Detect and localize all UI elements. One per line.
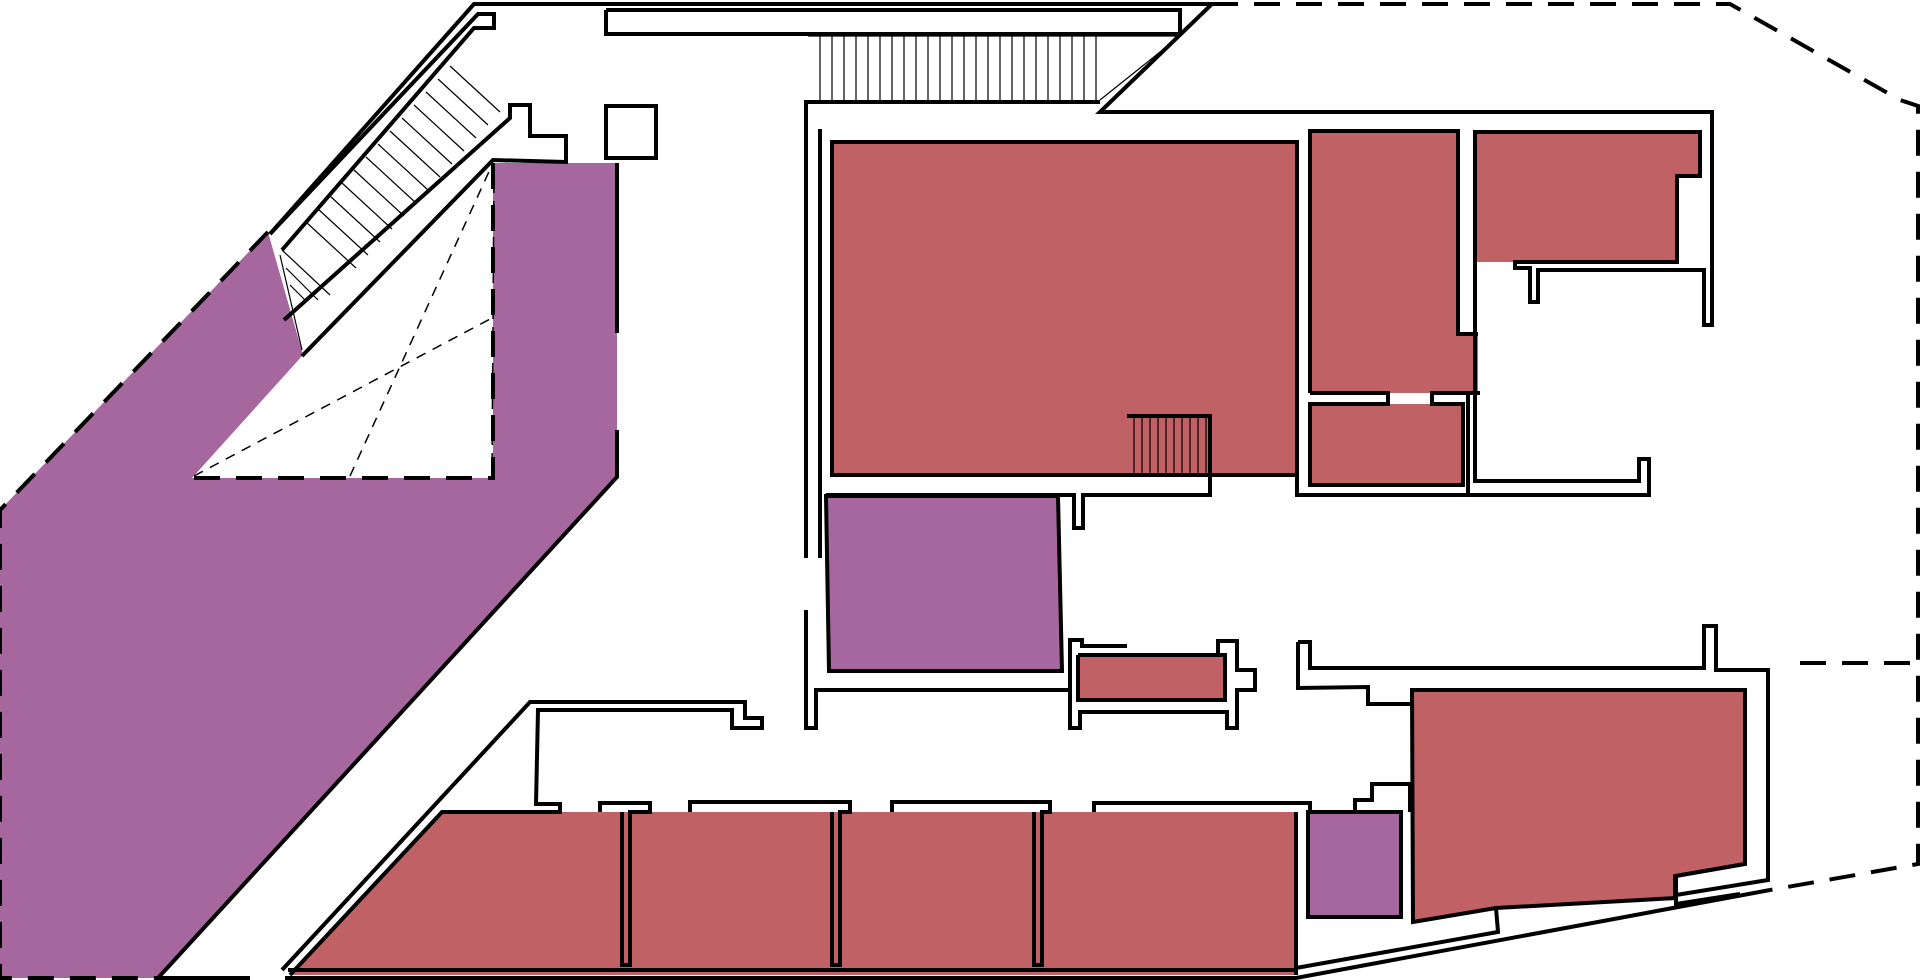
- stair-top: [808, 35, 1181, 101]
- wall-main-hall-right: [1295, 142, 1468, 497]
- wall-square-block: [604, 104, 658, 160]
- stair-main-hall: [1133, 416, 1207, 475]
- site-boundary-left: [0, 230, 270, 980]
- wall-bottom-block-top-2: [688, 800, 852, 967]
- red-zone-main-hall: [832, 142, 1297, 475]
- purple-zone-bottom-small: [1308, 812, 1401, 917]
- red-zone-tall-room: [1310, 131, 1478, 393]
- site-boundary-right: [1212, 2, 1920, 892]
- zones: [0, 131, 1745, 978]
- courtyard-boundary: [192, 163, 495, 480]
- wall-bottom-purple-top: [1353, 782, 1412, 812]
- wall-tall-room-bottom: [1308, 391, 1470, 487]
- wall-bar-room: [1076, 653, 1227, 702]
- wall-main-hall-stair: [826, 414, 1212, 530]
- wall-bottom-right-diagonal: [1294, 812, 1501, 971]
- red-zone-top-right-room: [1475, 132, 1700, 262]
- red-zone-annex: [1210, 416, 1297, 475]
- wall-main-hall-left: [804, 100, 1100, 558]
- wall-diagonal-corridor-mid: [282, 103, 568, 358]
- wall-bottom-left-diagonal: [280, 700, 764, 977]
- wall-bottom-right-room: [1409, 688, 1747, 925]
- wall-stair-top-box: [604, 8, 1182, 36]
- wall-bar-room-outer: [1068, 639, 1257, 730]
- wall-purple-mid-room: [823, 494, 1065, 673]
- wall-tall-room: [1308, 129, 1478, 393]
- stair-diagonal: [279, 65, 501, 351]
- wall-bottom-block-top-4: [1092, 801, 1312, 812]
- wall-bottom-outer-2: [288, 968, 1298, 975]
- wall-bottom-block-top-3: [890, 800, 1052, 967]
- wall-nw-outer: [268, 1, 1714, 497]
- wall-bottom-block-top: [598, 801, 652, 967]
- purple-zone-left-wedge: [0, 163, 617, 978]
- courtyard-diagonals: [193, 164, 495, 477]
- courtyard-diagonal-2: [349, 164, 493, 477]
- wall-column-right-of-wedge-lower: [156, 430, 619, 980]
- courtyard-diagonal-3: [491, 164, 495, 477]
- wall-bottom-outer: [285, 888, 1771, 980]
- walls: [156, 1, 1771, 980]
- courtyard-diagonal-1: [193, 317, 493, 477]
- stair-hatching: [279, 35, 1207, 475]
- wall-diagonal-corridor-inner: [268, 12, 496, 252]
- red-zone-small-room: [1310, 404, 1463, 485]
- wall-bottom-purple-small: [1306, 810, 1403, 919]
- red-zone-bottom-block: [290, 812, 1294, 975]
- red-zone-bottom-right: [1412, 690, 1745, 922]
- purple-zone-mid-room: [826, 496, 1062, 671]
- red-zone-bar-room: [1078, 655, 1225, 700]
